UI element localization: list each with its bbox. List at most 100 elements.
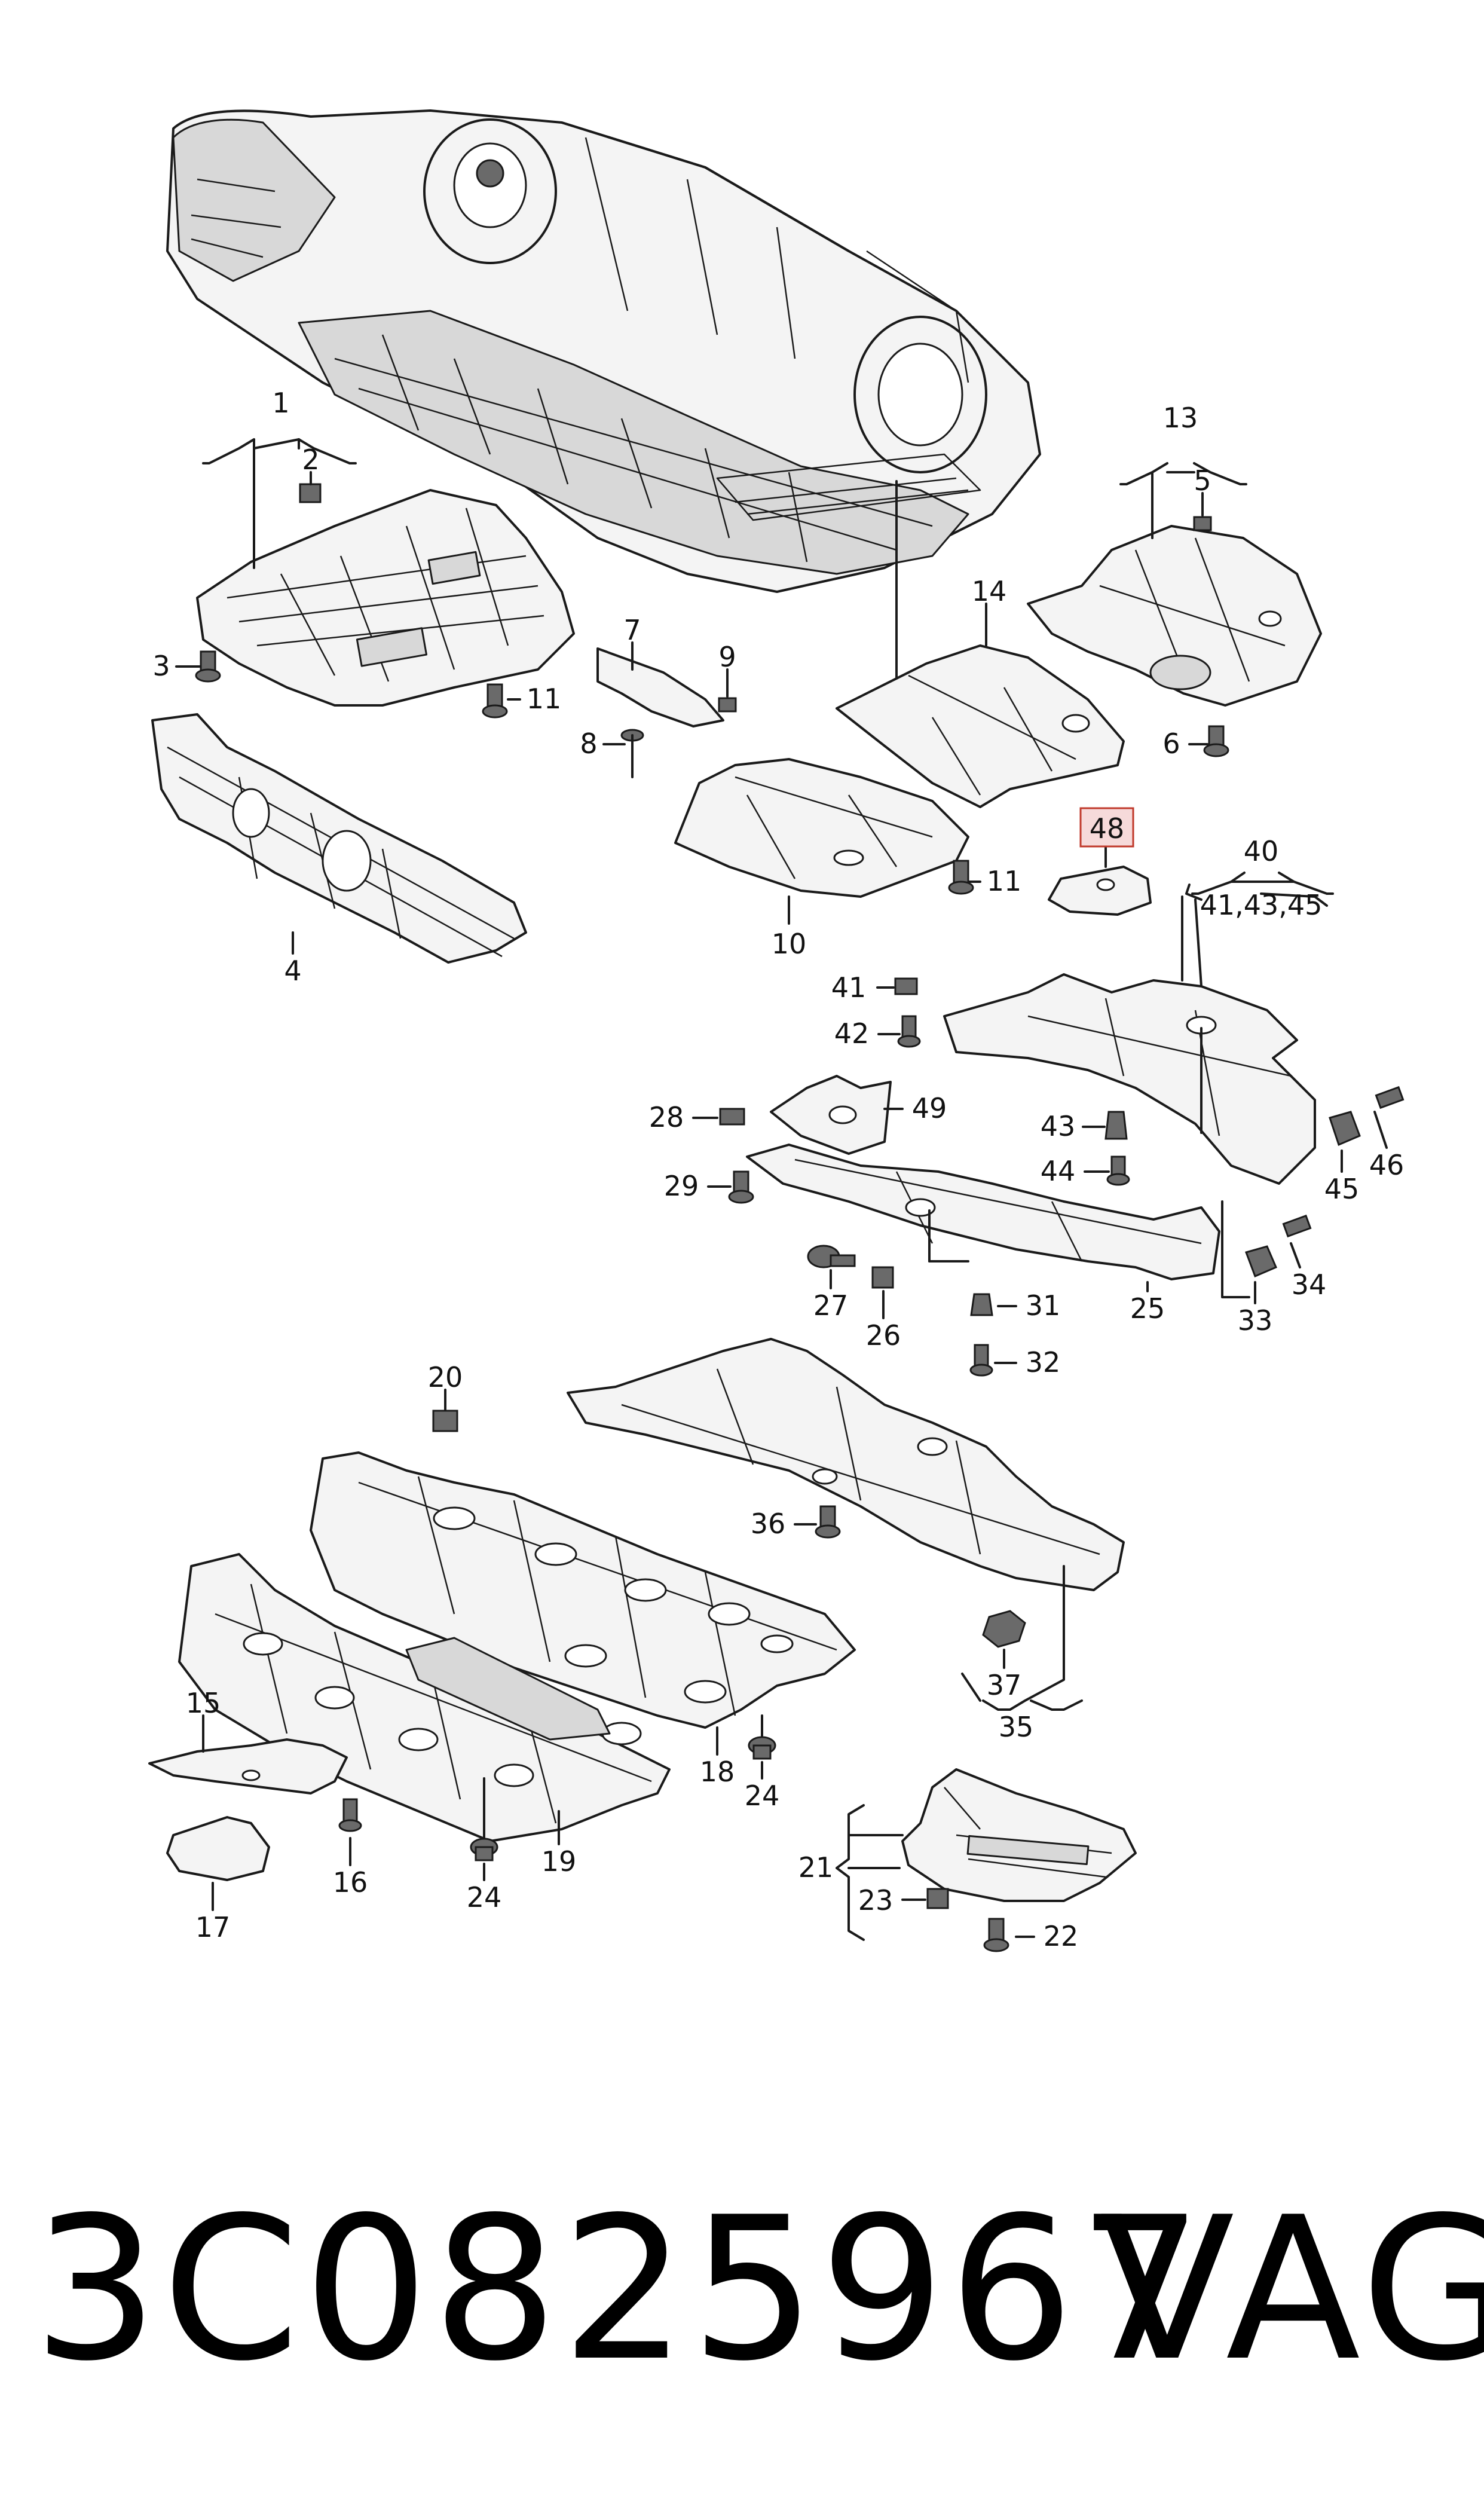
nut-33 xyxy=(1245,1245,1277,1277)
callout-15: 15 xyxy=(186,1687,221,1719)
bolt-3 xyxy=(195,650,221,683)
callout-40-sub: 41,43,45 xyxy=(1200,889,1323,921)
callout-23: 23 xyxy=(858,1884,894,1916)
bolt-36 xyxy=(815,1505,841,1539)
bracket-1 xyxy=(202,438,357,569)
part-19-floor-panel xyxy=(178,1553,671,1842)
bolt-44 xyxy=(1106,1155,1130,1186)
clip-20 xyxy=(432,1410,458,1432)
part-49-shield xyxy=(770,1075,892,1155)
part-1-engine-undertray xyxy=(196,489,575,707)
callout-29: 29 xyxy=(664,1170,699,1202)
callout-32: 32 xyxy=(1026,1346,1061,1378)
callout-40: 40 xyxy=(1244,835,1279,867)
callout-7: 7 xyxy=(623,614,641,646)
bolt-29 xyxy=(728,1170,754,1204)
clip-41 xyxy=(894,977,918,995)
part-number: 3C0825967 xyxy=(33,2175,1207,2404)
callout-19: 19 xyxy=(541,1845,577,1878)
clip-23 xyxy=(926,1888,949,1909)
callout-48: 48 xyxy=(1090,812,1125,845)
callout-45: 45 xyxy=(1324,1173,1360,1205)
clip-5 xyxy=(1193,516,1212,531)
part-14-undertray xyxy=(836,644,1125,808)
callout-9: 9 xyxy=(718,641,736,673)
car-underbody xyxy=(166,109,1041,593)
callout-27: 27 xyxy=(813,1289,849,1322)
part-13-undertray xyxy=(1027,525,1322,707)
part-48-shield xyxy=(1048,866,1152,916)
callout-41: 41 xyxy=(831,971,867,1004)
bolt-6 xyxy=(1203,725,1229,757)
part-15-bracket xyxy=(148,1738,348,1795)
bolt-32 xyxy=(969,1344,993,1377)
callout-11-left: 11 xyxy=(527,683,562,715)
callout-46: 46 xyxy=(1369,1149,1405,1181)
callout-8: 8 xyxy=(580,727,597,760)
nut-45 xyxy=(1329,1111,1361,1147)
callout-26: 26 xyxy=(866,1319,901,1352)
rivet-8 xyxy=(620,729,644,778)
callout-49: 49 xyxy=(912,1092,947,1124)
callout-2: 2 xyxy=(302,444,319,476)
bolt-42 xyxy=(897,1015,921,1048)
callout-35: 35 xyxy=(999,1711,1034,1743)
callout-5: 5 xyxy=(1194,464,1211,497)
callout-24-right: 24 xyxy=(745,1780,780,1812)
callout-4: 4 xyxy=(284,955,301,987)
bolt-46 xyxy=(1375,1086,1405,1109)
part-25-heat-shield xyxy=(746,1144,1220,1280)
callout-37: 37 xyxy=(987,1669,1022,1701)
nut-28 xyxy=(719,1108,745,1126)
callout-28: 28 xyxy=(649,1101,684,1133)
clip-2 xyxy=(299,483,322,503)
part-18-floor-panel xyxy=(310,1451,856,1729)
part-17-pad xyxy=(166,1816,270,1881)
callout-36: 36 xyxy=(751,1508,786,1540)
nut-43 xyxy=(1104,1111,1128,1140)
highlight-box-48 xyxy=(1079,807,1134,848)
callout-13: 13 xyxy=(1163,402,1198,434)
brand-label: VAG xyxy=(1100,2175,1484,2404)
clip-9 xyxy=(718,697,737,713)
nut-24-left xyxy=(470,1838,498,1861)
callout-43: 43 xyxy=(1041,1110,1076,1142)
callout-1: 1 xyxy=(272,387,289,419)
callout-10: 10 xyxy=(772,928,807,960)
callout-25: 25 xyxy=(1130,1292,1165,1325)
bolt-11-left xyxy=(482,683,508,719)
callout-33: 33 xyxy=(1238,1304,1273,1337)
callout-21: 21 xyxy=(798,1851,834,1884)
callout-31: 31 xyxy=(1026,1289,1061,1322)
callout-labels: 1 2 3 4 5 6 7 8 9 10 11 11 13 14 15 16 1… xyxy=(152,387,1404,1952)
callout-6: 6 xyxy=(1162,727,1180,760)
part-7-bracket xyxy=(596,647,724,727)
bolt-16 xyxy=(338,1798,362,1832)
bolt-27 xyxy=(807,1245,856,1268)
part-21-shield xyxy=(901,1768,1137,1902)
part-10-undertray xyxy=(674,758,969,898)
nut-24-right xyxy=(748,1736,776,1760)
callout-22: 22 xyxy=(1044,1920,1079,1952)
callout-18: 18 xyxy=(700,1756,735,1788)
callout-34: 34 xyxy=(1292,1268,1327,1301)
nut-31 xyxy=(970,1293,993,1316)
bolt-34 xyxy=(1282,1214,1312,1238)
callout-11-right: 11 xyxy=(987,865,1022,897)
grommet-37 xyxy=(982,1610,1026,1648)
callout-42: 42 xyxy=(834,1017,870,1050)
callout-20: 20 xyxy=(428,1361,463,1393)
part-4-side-panel xyxy=(151,713,527,964)
callout-16: 16 xyxy=(333,1866,368,1899)
part-40-heat-shield xyxy=(943,973,1316,1185)
callout-14: 14 xyxy=(972,575,1007,607)
callout-44: 44 xyxy=(1041,1155,1076,1187)
bolt-11-right xyxy=(948,860,974,895)
bracket-40 xyxy=(1191,872,1334,895)
callout-3: 3 xyxy=(152,650,170,682)
callout-24-left: 24 xyxy=(467,1881,502,1913)
callout-17: 17 xyxy=(195,1911,231,1943)
bolt-22 xyxy=(983,1918,1009,1952)
part-35-tunnel-shield xyxy=(567,1338,1125,1591)
